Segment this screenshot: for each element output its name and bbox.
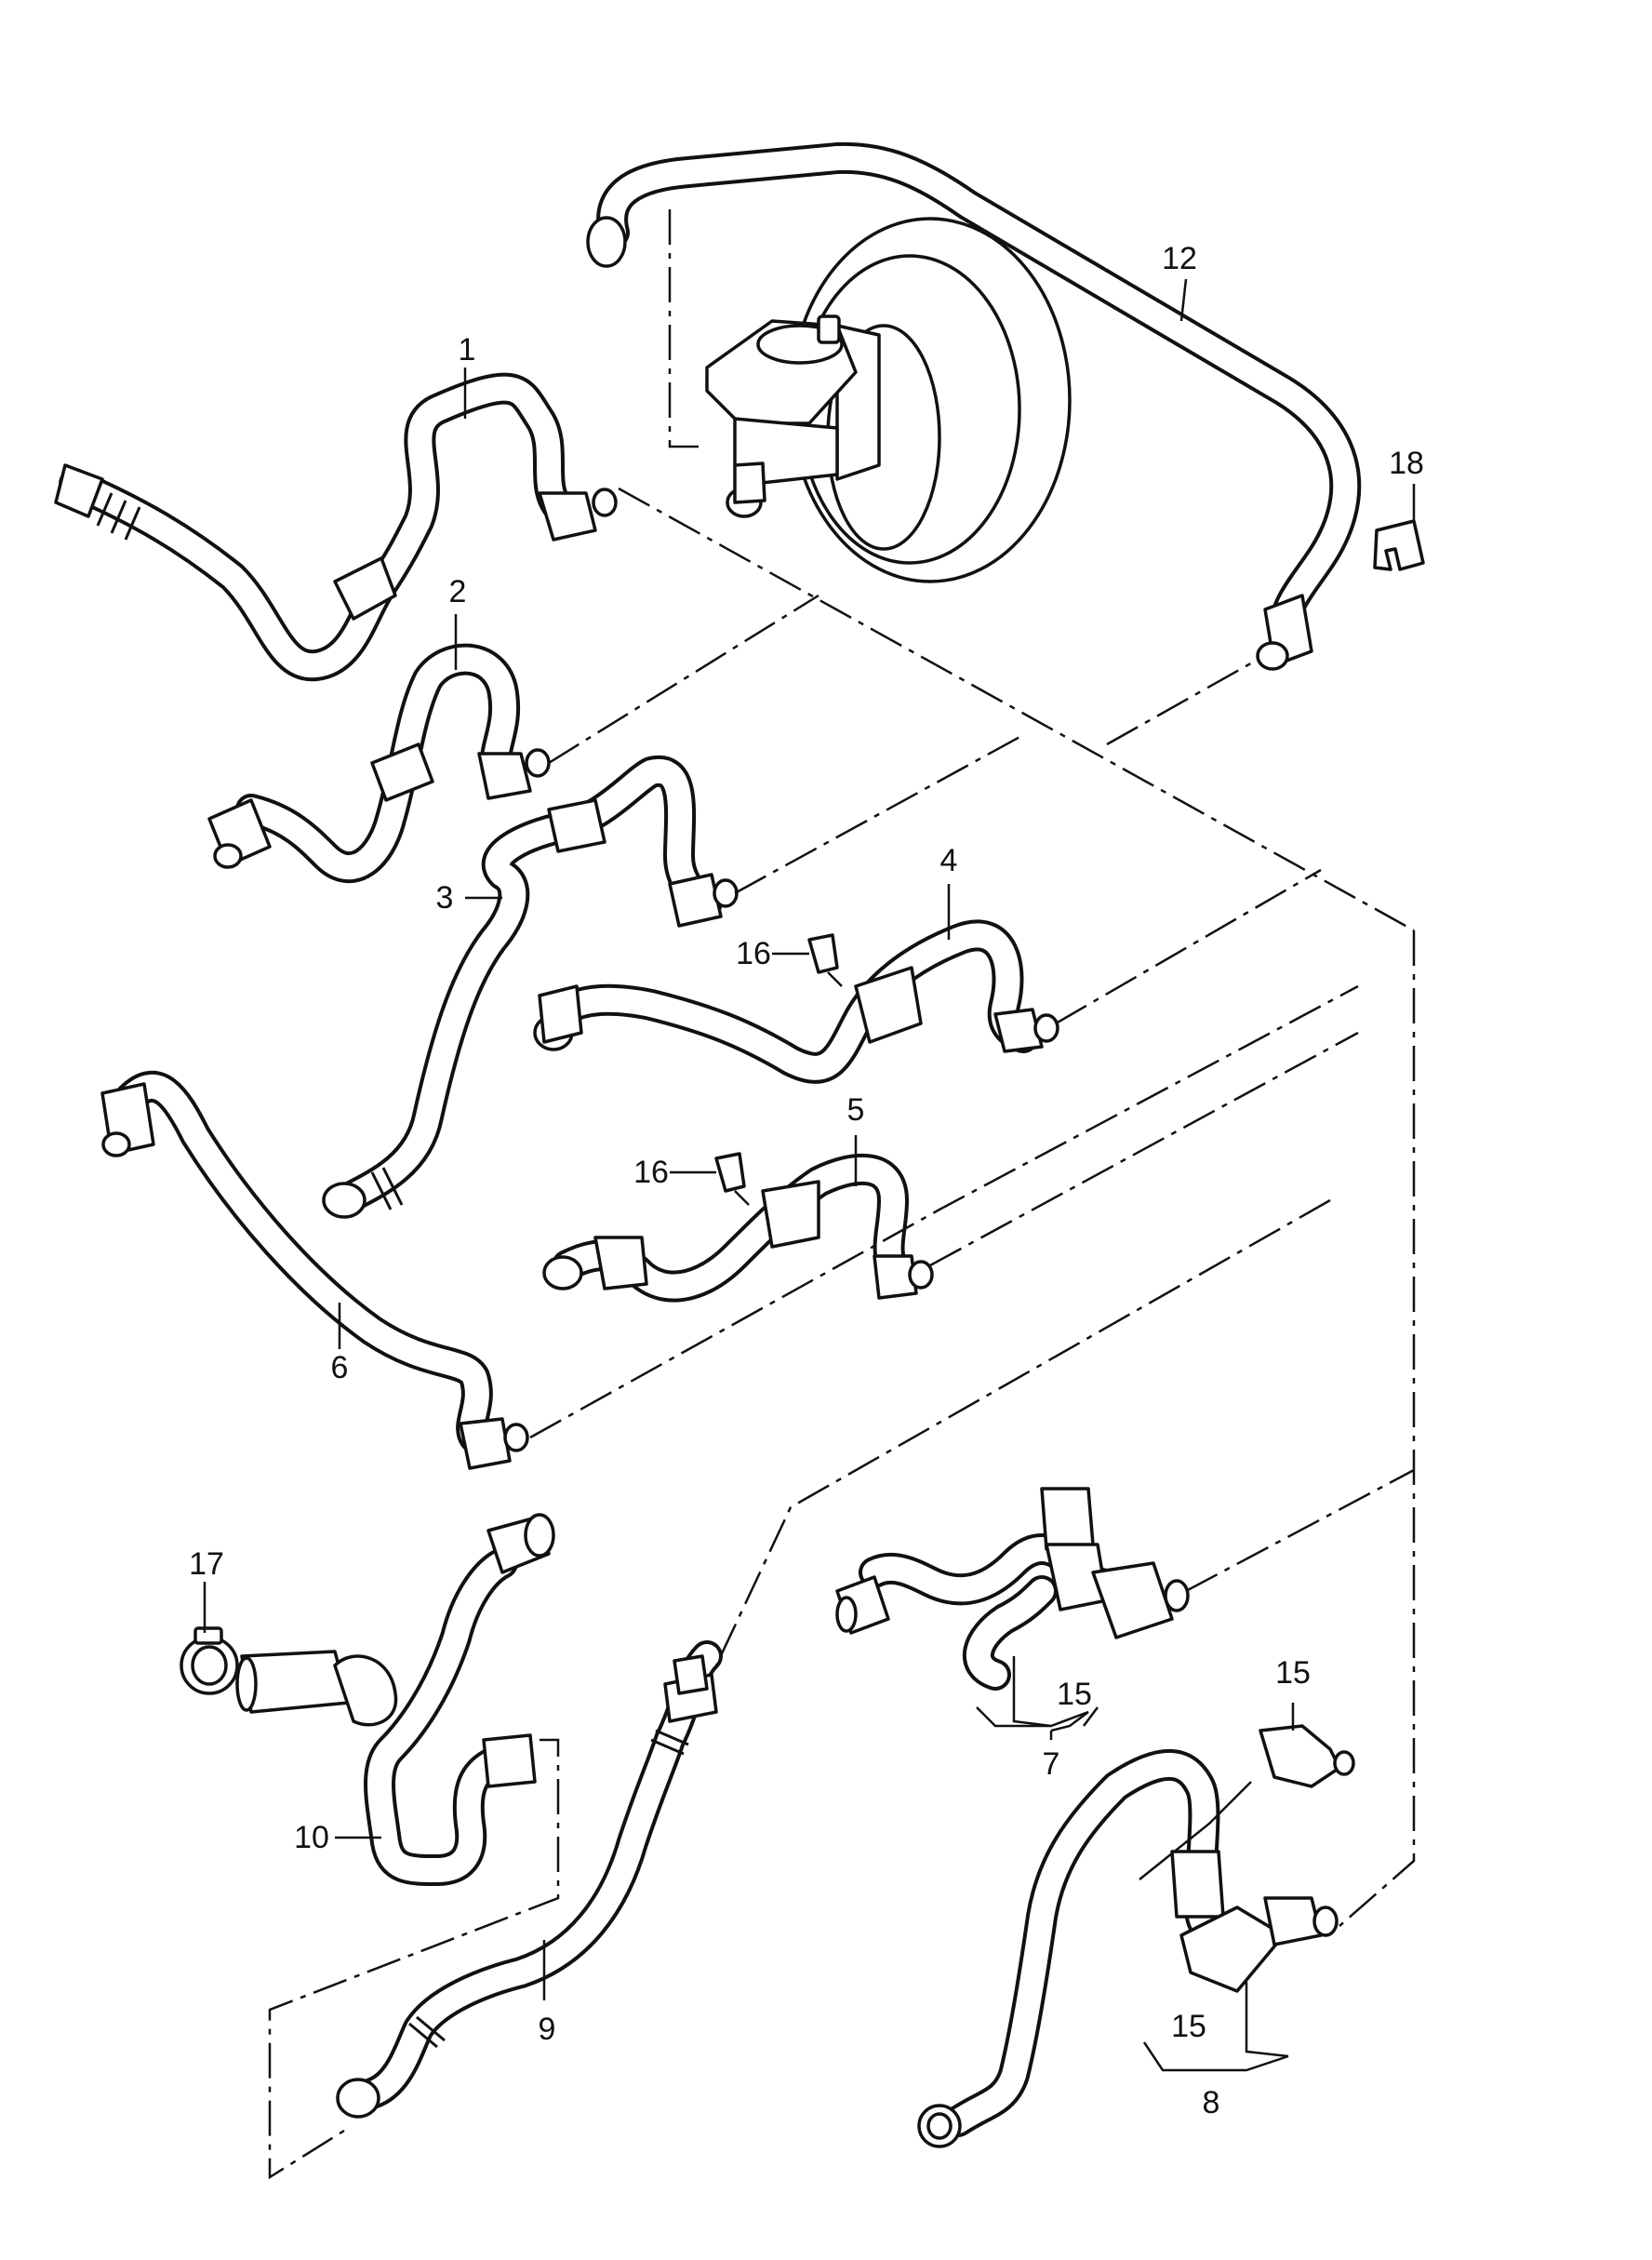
- vacuum-hose-4: [533, 919, 1059, 1084]
- vacuum-hose-assembly-7: [835, 1487, 1190, 1691]
- vacuum-hose-9: [336, 1640, 723, 2119]
- callout-10: 10: [294, 1820, 329, 1855]
- callout-18: 18: [1389, 446, 1424, 481]
- hose-clamp-17: [180, 1626, 239, 1695]
- callout-16-upper: 16: [736, 936, 771, 971]
- clip-18: [1373, 519, 1425, 571]
- brake-booster: [789, 217, 1072, 583]
- callout-labels: 1 2 3 4 16 5 16 6 12 18 17 10 9 15 7 15 …: [189, 241, 1424, 2120]
- vacuum-hose-12: [586, 141, 1362, 671]
- callout-6: 6: [331, 1350, 349, 1385]
- fitting-16-lower: [714, 1152, 750, 1206]
- callout-12: 12: [1162, 241, 1197, 276]
- callout-9: 9: [539, 2012, 556, 2047]
- callout-3: 3: [436, 880, 454, 916]
- vacuum-hose-assembly-8: [917, 1724, 1355, 2148]
- vacuum-hose-3: [322, 756, 739, 1219]
- callout-8: 8: [1203, 2085, 1220, 2120]
- callout-2: 2: [449, 574, 467, 609]
- callout-15-assembly-7: 15: [1057, 1677, 1092, 1712]
- callout-5: 5: [847, 1092, 865, 1128]
- callout-15-assembly-8-bottom: 15: [1171, 2009, 1206, 2044]
- connection-lines: [268, 209, 1416, 2180]
- callout-16-lower: 16: [633, 1155, 669, 1190]
- vacuum-hose-6: [100, 1070, 529, 1470]
- callout-17: 17: [189, 1546, 224, 1582]
- vacuum-hose-5: [542, 1153, 934, 1303]
- callout-15-assembly-8-top: 15: [1275, 1655, 1311, 1691]
- vacuum-hose-2: [207, 643, 551, 884]
- callout-7: 7: [1043, 1746, 1060, 1782]
- vacuum-hose-1: [54, 372, 618, 682]
- master-cylinder-reservoir: [705, 314, 858, 518]
- callout-1: 1: [459, 332, 476, 368]
- vacuum-hose-10: [235, 1513, 555, 1886]
- callout-4: 4: [940, 843, 958, 878]
- leader-lines: [203, 278, 1416, 2072]
- fitting-16-upper: [807, 933, 843, 987]
